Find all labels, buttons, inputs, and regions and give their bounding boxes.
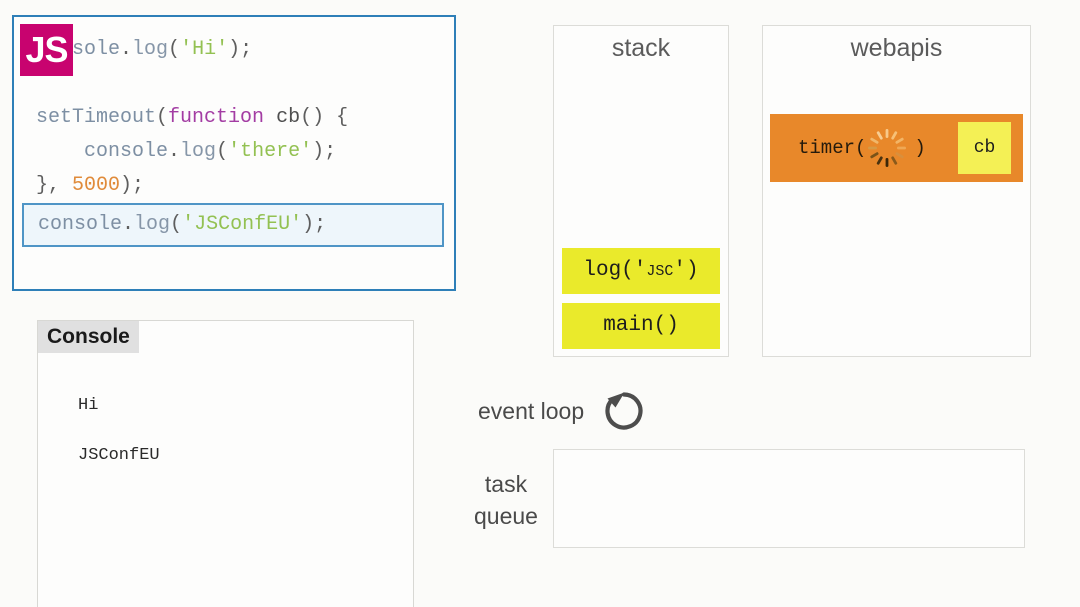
callback-chip: cb: [958, 122, 1011, 174]
code-token-punc: (: [170, 213, 183, 236]
code-line[interactable]: console.log('Hi');: [14, 33, 454, 67]
call-stack-panel: stack log('JSC') main(): [553, 25, 729, 357]
code-token-num: 5000: [72, 174, 121, 197]
code-token-ident: console: [36, 140, 169, 163]
code-token-ident: console: [38, 213, 123, 236]
code-token-prop: log: [180, 140, 217, 163]
task-queue-box: [553, 449, 1025, 548]
code-token-punc: );: [302, 213, 327, 236]
code-token-ident: setTimeout: [36, 106, 157, 129]
code-line[interactable]: }, 5000);: [14, 169, 454, 203]
code-line-highlighted[interactable]: console.log('JSConfEU');: [22, 203, 444, 247]
task-queue-label: task queue: [468, 468, 544, 532]
webapis-title: webapis: [850, 34, 943, 62]
code-token-punc: .: [168, 140, 181, 163]
task-queue-label-line2: queue: [474, 503, 538, 529]
stack-frame-arg: JSC: [646, 263, 674, 280]
stack-frame-list: log('JSC') main(): [562, 239, 720, 349]
js-logo-badge: JS: [20, 24, 73, 76]
code-token-punc: (: [216, 140, 229, 163]
timer-label-prefix: timer(: [798, 137, 867, 159]
code-token-punc: (: [168, 38, 181, 61]
event-loop-label: event loop: [478, 397, 585, 424]
code-token-punc: );: [120, 174, 145, 197]
code-token-kw: function: [168, 106, 265, 129]
console-output-line: JSConfEU: [78, 446, 160, 465]
code-token-punc: );: [312, 140, 337, 163]
code-line[interactable]: console.log('there');: [14, 135, 454, 169]
console-header-label: Console: [38, 321, 139, 353]
code-token-punc: .: [120, 38, 133, 61]
code-token-str: 'Hi': [180, 38, 229, 61]
code-editor-content[interactable]: console.log('Hi');setTimeout(function cb…: [14, 17, 454, 289]
stack-frame: main(): [562, 303, 720, 349]
code-token-prop: log: [132, 38, 169, 61]
task-queue-label-line1: task: [484, 471, 528, 497]
code-token-punc: () {: [300, 106, 349, 129]
console-output-line: Hi: [78, 396, 99, 415]
loading-spinner-icon: [867, 128, 907, 168]
code-token-str: 'there': [228, 140, 313, 163]
code-token-punc: .: [122, 213, 135, 236]
code-line[interactable]: [14, 67, 454, 101]
circular-arrow-icon: [601, 388, 647, 434]
code-token-prop: log: [134, 213, 171, 236]
webapis-panel: webapis timer(): [762, 25, 1031, 357]
webapi-timer-entry: timer() cb: [770, 114, 1023, 182]
code-token-punc: },: [36, 174, 73, 197]
code-token-str: 'JSConfEU': [182, 213, 303, 236]
stack-frame: log('JSC'): [562, 248, 720, 294]
event-loop-group: event loop: [478, 388, 647, 434]
stack-title: stack: [611, 34, 671, 62]
code-token-punc: );: [228, 38, 253, 61]
code-line[interactable]: setTimeout(function cb() {: [14, 101, 454, 135]
code-token-punc: (: [156, 106, 169, 129]
timer-label-suffix: ): [914, 137, 926, 159]
code-token-plain: cb: [264, 106, 301, 129]
code-editor-panel[interactable]: console.log('Hi');setTimeout(function cb…: [12, 15, 456, 291]
timer-label: timer(): [798, 114, 926, 182]
